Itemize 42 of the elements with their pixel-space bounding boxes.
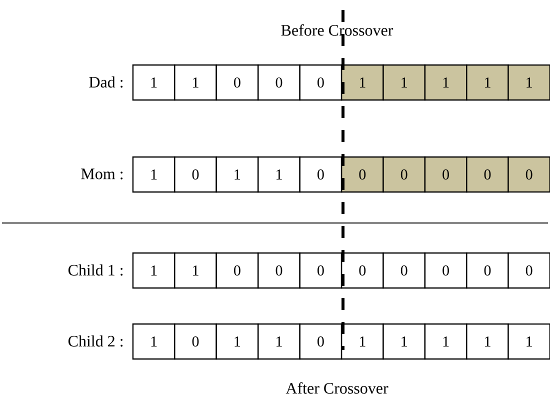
bit-cell: 0 bbox=[340, 156, 384, 193]
bit-cell: 1 bbox=[382, 64, 426, 101]
heading: Before Crossover bbox=[281, 24, 394, 36]
bit-cell: 0 bbox=[508, 156, 550, 193]
bit-cell: 1 bbox=[340, 323, 384, 360]
bit-cell: 0 bbox=[466, 156, 509, 193]
bit-cell: 1 bbox=[132, 64, 176, 101]
bit-cell: 1 bbox=[382, 323, 426, 360]
bit-cell: 1 bbox=[174, 252, 217, 289]
bit-cell: 0 bbox=[174, 156, 217, 193]
bit-cell: 1 bbox=[508, 323, 550, 360]
bit-cell: 0 bbox=[258, 252, 300, 289]
bit-cell: 0 bbox=[299, 64, 342, 101]
bit-cell: 0 bbox=[382, 252, 426, 289]
bit-cell: 0 bbox=[174, 323, 217, 360]
bit-cell: 1 bbox=[258, 156, 300, 193]
bit-cell: 0 bbox=[299, 156, 342, 193]
bit-cell: 0 bbox=[258, 64, 300, 101]
bit-cell: 1 bbox=[216, 323, 259, 360]
bit-cell: 0 bbox=[299, 252, 342, 289]
bit-cell: 1 bbox=[258, 323, 300, 360]
bit-cell: 1 bbox=[424, 323, 468, 360]
bit-cell: 1 bbox=[174, 64, 217, 101]
bit-cell: 1 bbox=[132, 323, 176, 360]
bit-cell: 0 bbox=[216, 252, 259, 289]
bit-cell: 1 bbox=[466, 64, 509, 101]
bit-cell: 1 bbox=[424, 64, 468, 101]
bit-cell: 0 bbox=[424, 252, 468, 289]
bit-cell: 0 bbox=[299, 323, 342, 360]
bit-cell: 1 bbox=[340, 64, 384, 101]
bit-cell: 0 bbox=[382, 156, 426, 193]
bit-cell: 1 bbox=[466, 323, 509, 360]
bit-cell: 0 bbox=[508, 252, 550, 289]
heading: After Crossover bbox=[286, 382, 388, 394]
bit-cell: 1 bbox=[132, 252, 176, 289]
bit-cell: 1 bbox=[216, 156, 259, 193]
bit-cell: 0 bbox=[340, 252, 384, 289]
bit-cell: 1 bbox=[508, 64, 550, 101]
bit-cell: 0 bbox=[466, 252, 509, 289]
bit-cell: 1 bbox=[132, 156, 176, 193]
bit-cell: 0 bbox=[424, 156, 468, 193]
bit-cell: 0 bbox=[216, 64, 259, 101]
